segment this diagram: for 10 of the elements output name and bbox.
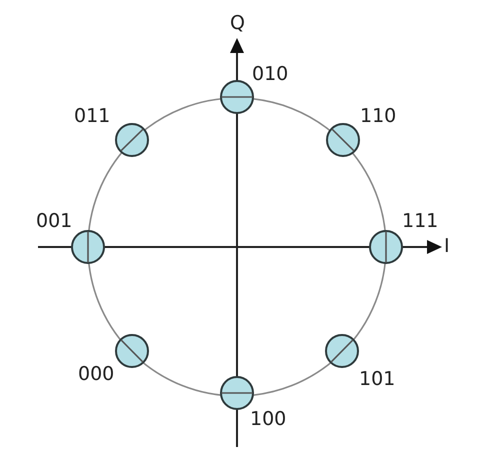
bit-label: 101 (359, 370, 396, 389)
axis-label: I (444, 237, 450, 256)
axis-label: Q (230, 14, 245, 33)
bit-label: 001 (36, 212, 72, 231)
bit-label: 000 (78, 365, 114, 384)
bit-label: 110 (360, 107, 396, 126)
bit-label: 100 (250, 410, 286, 429)
bit-label: 111 (402, 212, 438, 231)
bit-label: 010 (252, 65, 288, 84)
bit-label: 011 (74, 107, 110, 126)
